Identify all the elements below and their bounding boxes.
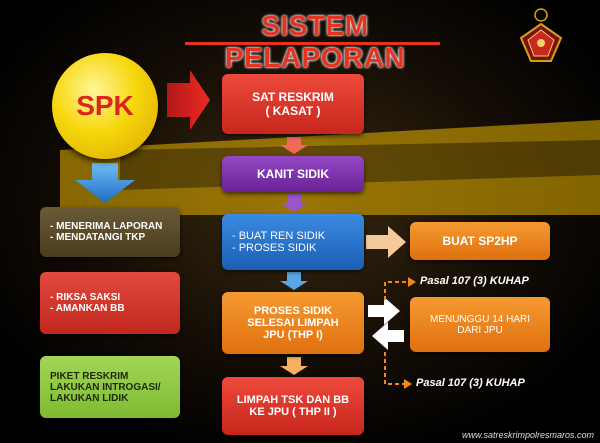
arrow-right-icon	[366, 226, 406, 258]
piket-reskrim-box: PIKET RESKRIM LAKUKAN INTROGASI/ LAKUKAN…	[40, 356, 180, 418]
arrow-down-icon	[75, 163, 135, 203]
spk-circle: SPK	[52, 53, 158, 159]
arrow-down-icon	[280, 137, 308, 154]
arrow-left-icon	[372, 322, 404, 350]
piket-line: PIKET RESKRIM	[50, 370, 129, 382]
dashed-arrow-bottom	[384, 352, 404, 385]
dashed-arrow-top	[384, 281, 408, 300]
title-underline	[185, 42, 440, 45]
proses-line: JPU (THP I)	[263, 329, 323, 341]
arrow-down-icon	[280, 357, 308, 375]
riksa-line: - RIKSA SAKSI	[50, 292, 121, 303]
menunggu-line: MENUNGGU 14 HARI	[429, 313, 530, 325]
pasal-note-top: Pasal 107 (3) KUHAP	[420, 275, 529, 287]
proses-line: SELESAI LIMPAH	[247, 317, 339, 329]
menerima-line: - MENDATANGI TKP	[50, 232, 146, 243]
arrow-right-icon	[368, 297, 400, 325]
menunggu-box: MENUNGGU 14 HARI DARI JPU	[410, 297, 550, 352]
proses-selesai-box: PROSES SIDIK SELESAI LIMPAH JPU (THP I)	[222, 292, 364, 354]
buat-sp2hp-box: BUAT SP2HP	[410, 222, 550, 260]
limpah-box: LIMPAH TSK DAN BB KE JPU ( THP II )	[222, 377, 364, 435]
arrow-down-icon	[280, 194, 308, 212]
sat-reskrim-line: SAT RESKRIM	[252, 90, 334, 104]
limpah-line: KE JPU ( THP II )	[249, 406, 337, 418]
buat-ren-sidik-line: - PROSES SIDIK	[232, 242, 317, 254]
kanit-sidik-box: KANIT SIDIK	[222, 156, 364, 192]
arrow-right-icon	[167, 70, 210, 130]
kanit-sidik-label: KANIT SIDIK	[257, 167, 329, 181]
riksa-saksi-box: - RIKSA SAKSI - AMANKAN BB	[40, 272, 180, 334]
proses-line: PROSES SIDIK	[253, 305, 333, 317]
piket-line: LAKUKAN LIDIK	[50, 392, 129, 404]
website-footer: www.satreskrimpolresmaros.com	[461, 430, 594, 440]
buat-sp2hp-label: BUAT SP2HP	[442, 234, 518, 248]
buat-ren-sidik-line: - BUAT REN SIDIK	[232, 230, 326, 242]
menunggu-line: DARI JPU	[457, 324, 503, 336]
sat-reskrim-box: SAT RESKRIM ( KASAT )	[222, 74, 364, 134]
piket-line: LAKUKAN INTROGASI/	[50, 381, 161, 393]
police-emblem-icon	[519, 8, 563, 62]
page-title: SISTEM PELAPORAN	[224, 10, 406, 73]
limpah-line: LIMPAH TSK DAN BB	[236, 394, 350, 406]
menerima-laporan-box: - MENERIMA LAPORAN - MENDATANGI TKP	[40, 207, 180, 257]
pasal-note-bottom: Pasal 107 (3) KUHAP	[416, 377, 525, 389]
riksa-line: - AMANKAN BB	[50, 303, 125, 314]
arrow-down-icon	[280, 272, 308, 290]
menerima-line: - MENERIMA LAPORAN	[50, 221, 163, 232]
buat-ren-sidik-box: - BUAT REN SIDIK - PROSES SIDIK	[222, 214, 364, 270]
sat-reskrim-line: ( KASAT )	[265, 104, 321, 118]
